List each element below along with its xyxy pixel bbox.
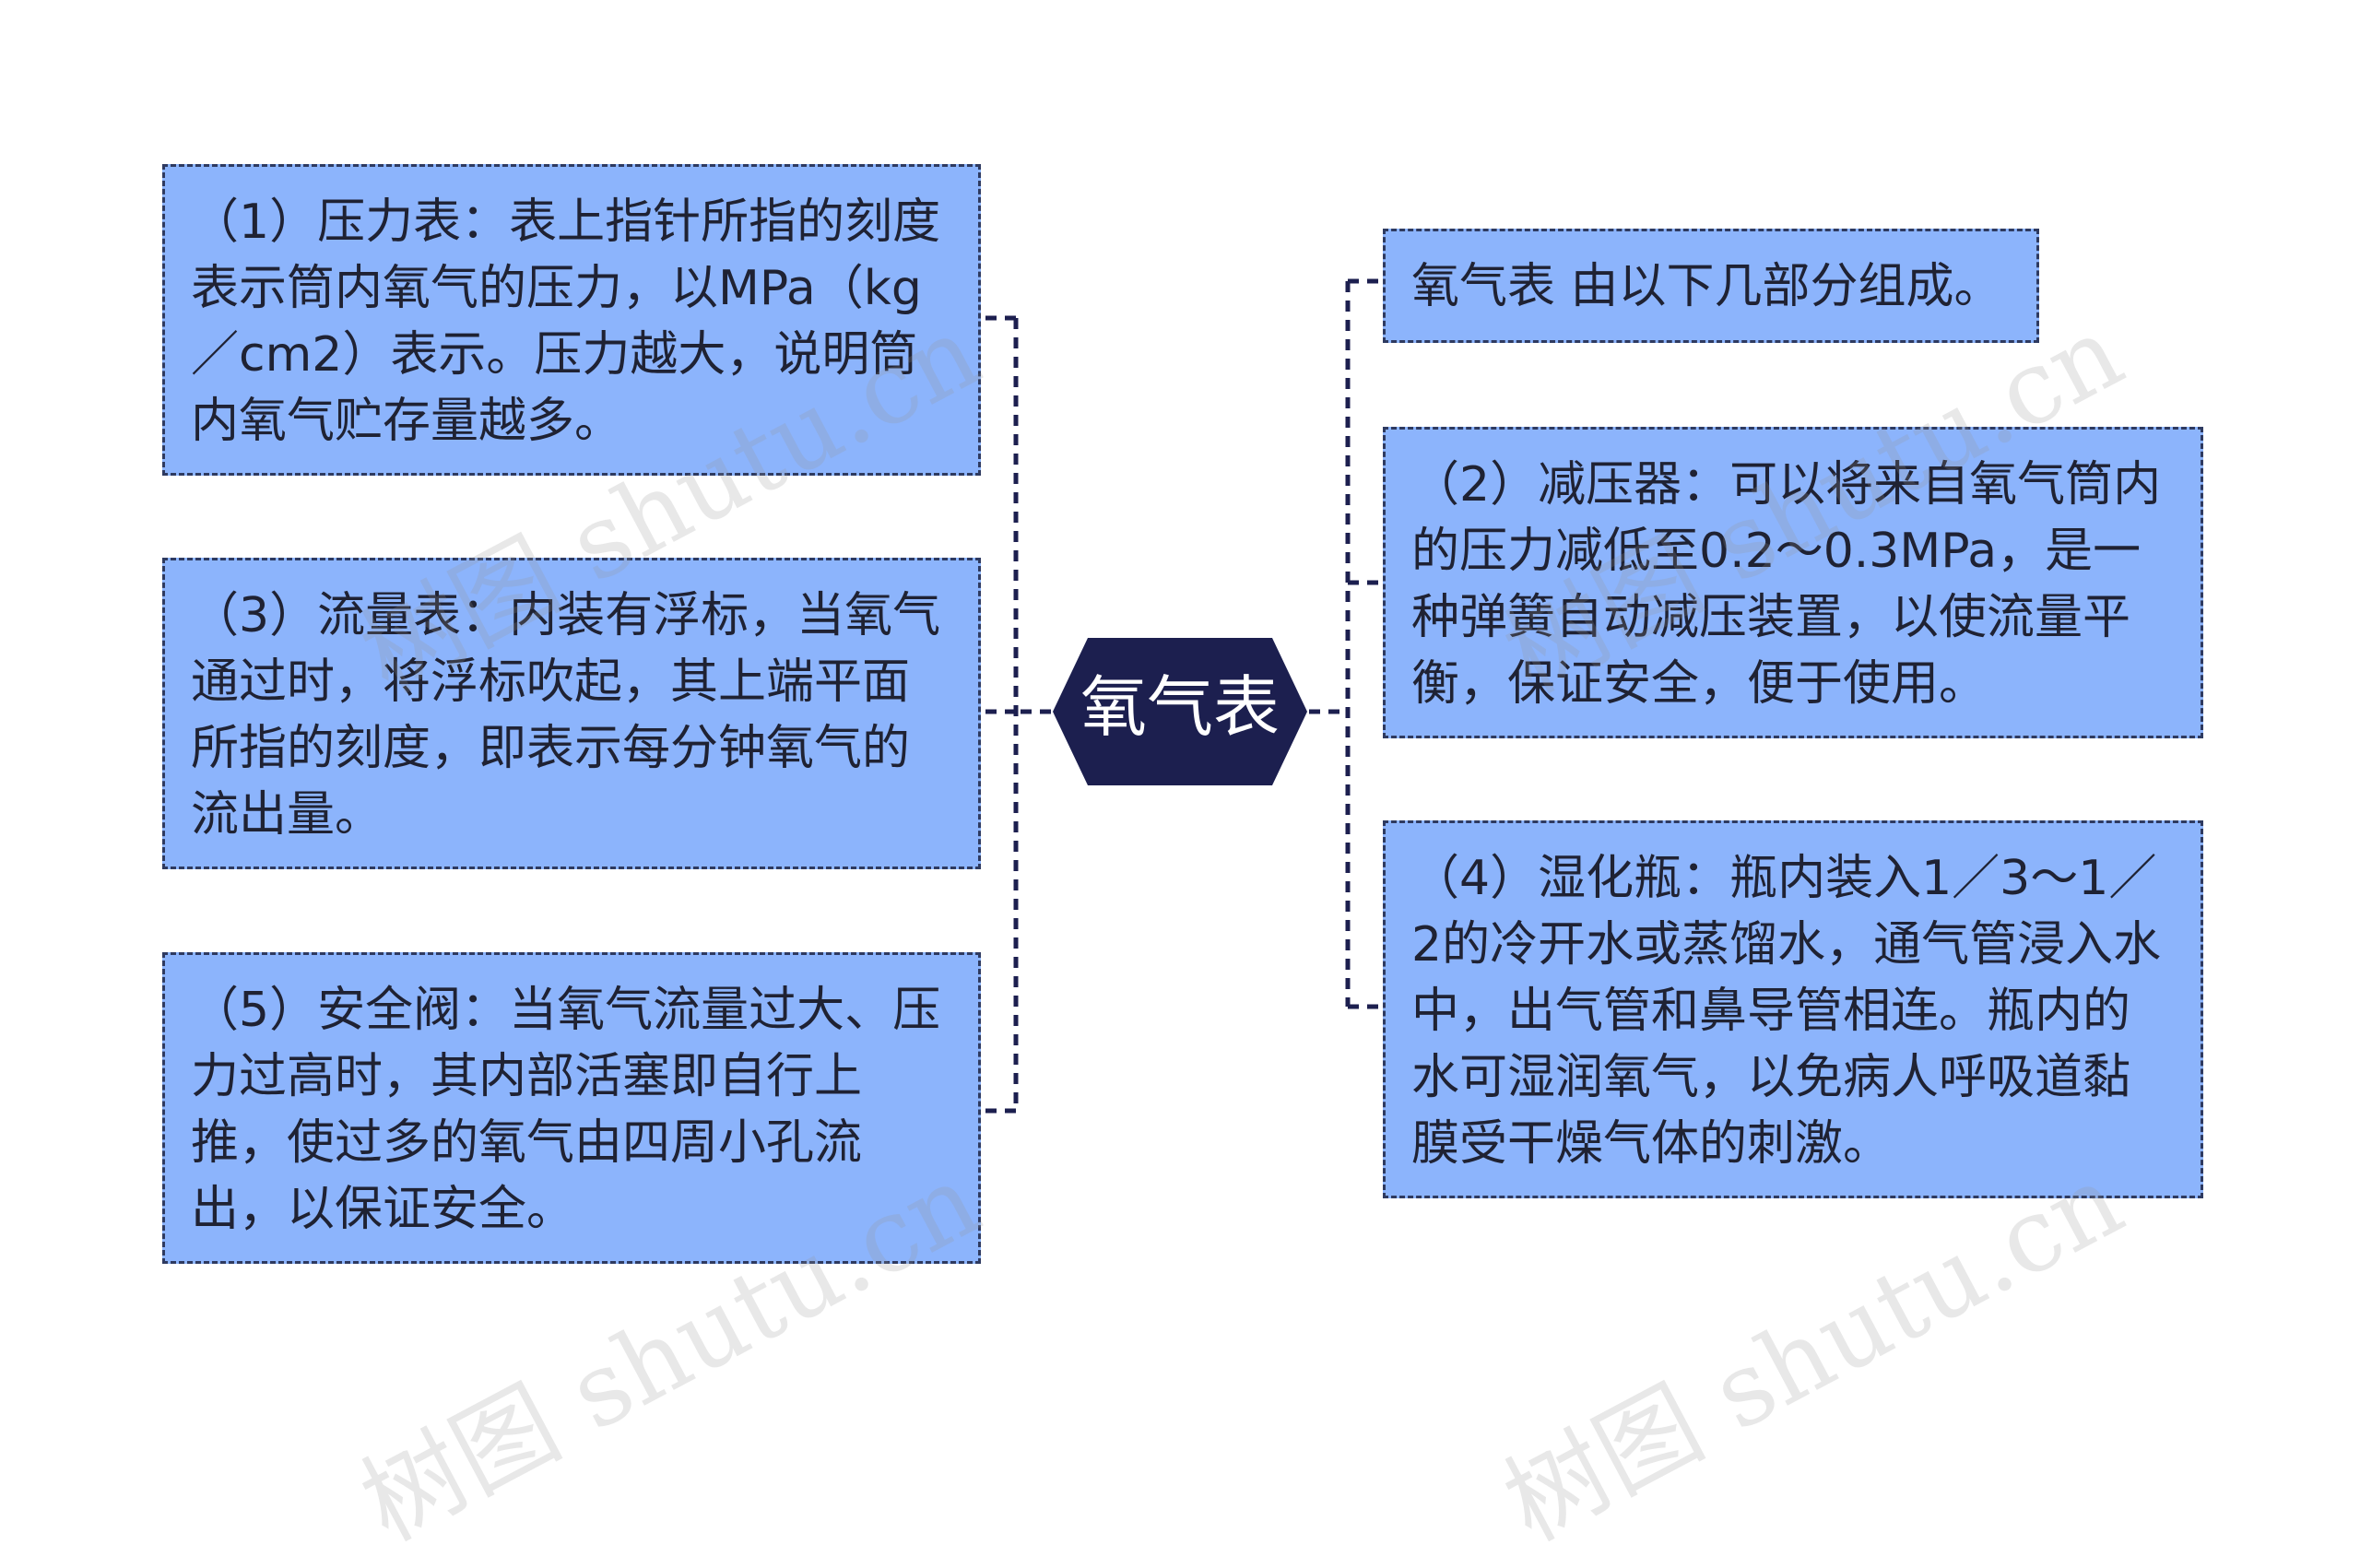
root-label: 氧气表 <box>1080 668 1280 746</box>
node-intro[interactable]: 氧气表 由以下几部分组成。 <box>1383 229 2039 343</box>
node-pressure-reducer[interactable]: （2）减压器：可以将来自氧气筒内的压力减低至0.2～0.3MPa，是一种弹簧自动… <box>1383 427 2203 738</box>
root-node[interactable]: 氧气表 <box>1042 629 1318 795</box>
node-humidifier[interactable]: （4）湿化瓶：瓶内装入1／3～1／2的冷开水或蒸馏水，通气管浸入水中，出气管和鼻… <box>1383 820 2203 1198</box>
connector-lines <box>981 278 1383 1114</box>
node-flow-meter[interactable]: （3）流量表：内装有浮标，当氧气通过时，将浮标吹起，其上端平面所指的刻度，即表示… <box>162 558 981 869</box>
node-safety-valve[interactable]: （5）安全阀：当氧气流量过大、压力过高时，其内部活塞即自行上推，使过多的氧气由四… <box>162 952 981 1264</box>
root-hexagon <box>1053 638 1307 785</box>
node-pressure-gauge[interactable]: （1）压力表：表上指针所指的刻度表示筒内氧气的压力，以MPa（kg／cm2）表示… <box>162 164 981 476</box>
